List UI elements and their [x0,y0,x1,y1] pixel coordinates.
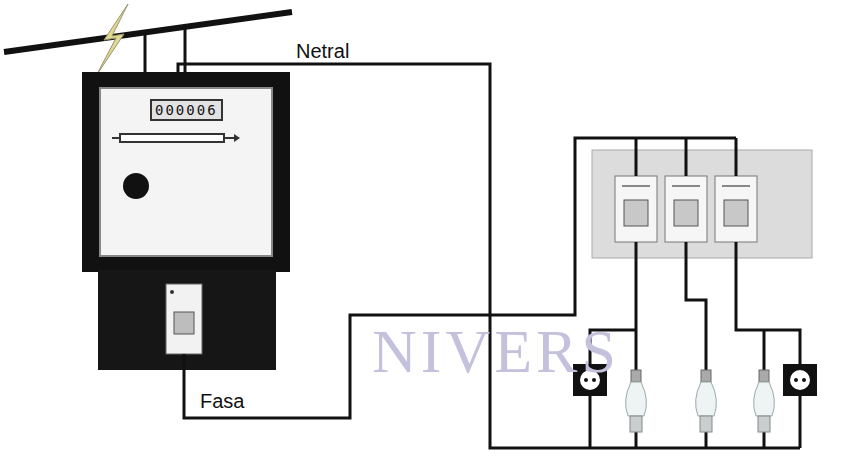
lamp-bulb [754,382,775,416]
wire [735,138,738,176]
lamp-base [631,370,641,382]
wire-label: Netral [296,40,349,63]
lamp-holder [758,416,770,432]
wire [763,432,766,448]
socket-pin [802,378,806,382]
lamp-holder [700,416,712,432]
lightning-symbol [96,4,128,76]
wire [686,242,706,370]
wire [589,396,592,448]
wire [799,396,802,448]
meter-base [98,270,276,370]
main-breaker-lever [174,312,194,334]
wire-label: Fasa [200,390,244,413]
mcb-mark [622,185,650,187]
mcb-group [615,176,757,242]
kwh-meter-housing [82,72,290,272]
wire [184,138,736,418]
main-breaker [166,284,202,354]
mcb-mark [672,185,700,187]
socket-outlet [783,364,817,396]
wire [635,138,638,176]
wire [763,330,766,370]
mcb-lever [724,200,748,226]
wires [145,25,800,448]
lamp-bulb [696,382,717,416]
wire [685,138,688,176]
wire [635,432,638,448]
mcb-breaker [615,176,657,242]
meter-counter: 000006 [150,99,223,121]
mcb-breaker [665,176,707,242]
wire [736,242,800,364]
meter-pointer-head [234,134,240,142]
wire [178,64,800,448]
lamp-base [759,370,769,382]
mcb-breaker [715,176,757,242]
wire [144,32,147,72]
distribution-panel [592,150,812,258]
wire [635,242,638,370]
meter-pointer [224,137,234,139]
socket-pin [794,378,798,382]
meter-disc-window [120,134,224,142]
overhead-line [4,12,292,52]
socket-face [790,370,810,390]
meter-pointer-tail [112,137,120,139]
lamp-base [701,370,711,382]
meter-indicator [123,173,149,199]
watermark: NIVERS [372,316,620,387]
wire [705,432,708,448]
breaker-screw [170,290,174,294]
mcb-lever [624,200,648,226]
meter-face [100,88,272,256]
lamp-holder [630,416,642,432]
counter-digits: 000006 [155,102,218,118]
mcb-lever [674,200,698,226]
lamp-bulb [626,382,647,416]
mcb-mark [722,185,750,187]
